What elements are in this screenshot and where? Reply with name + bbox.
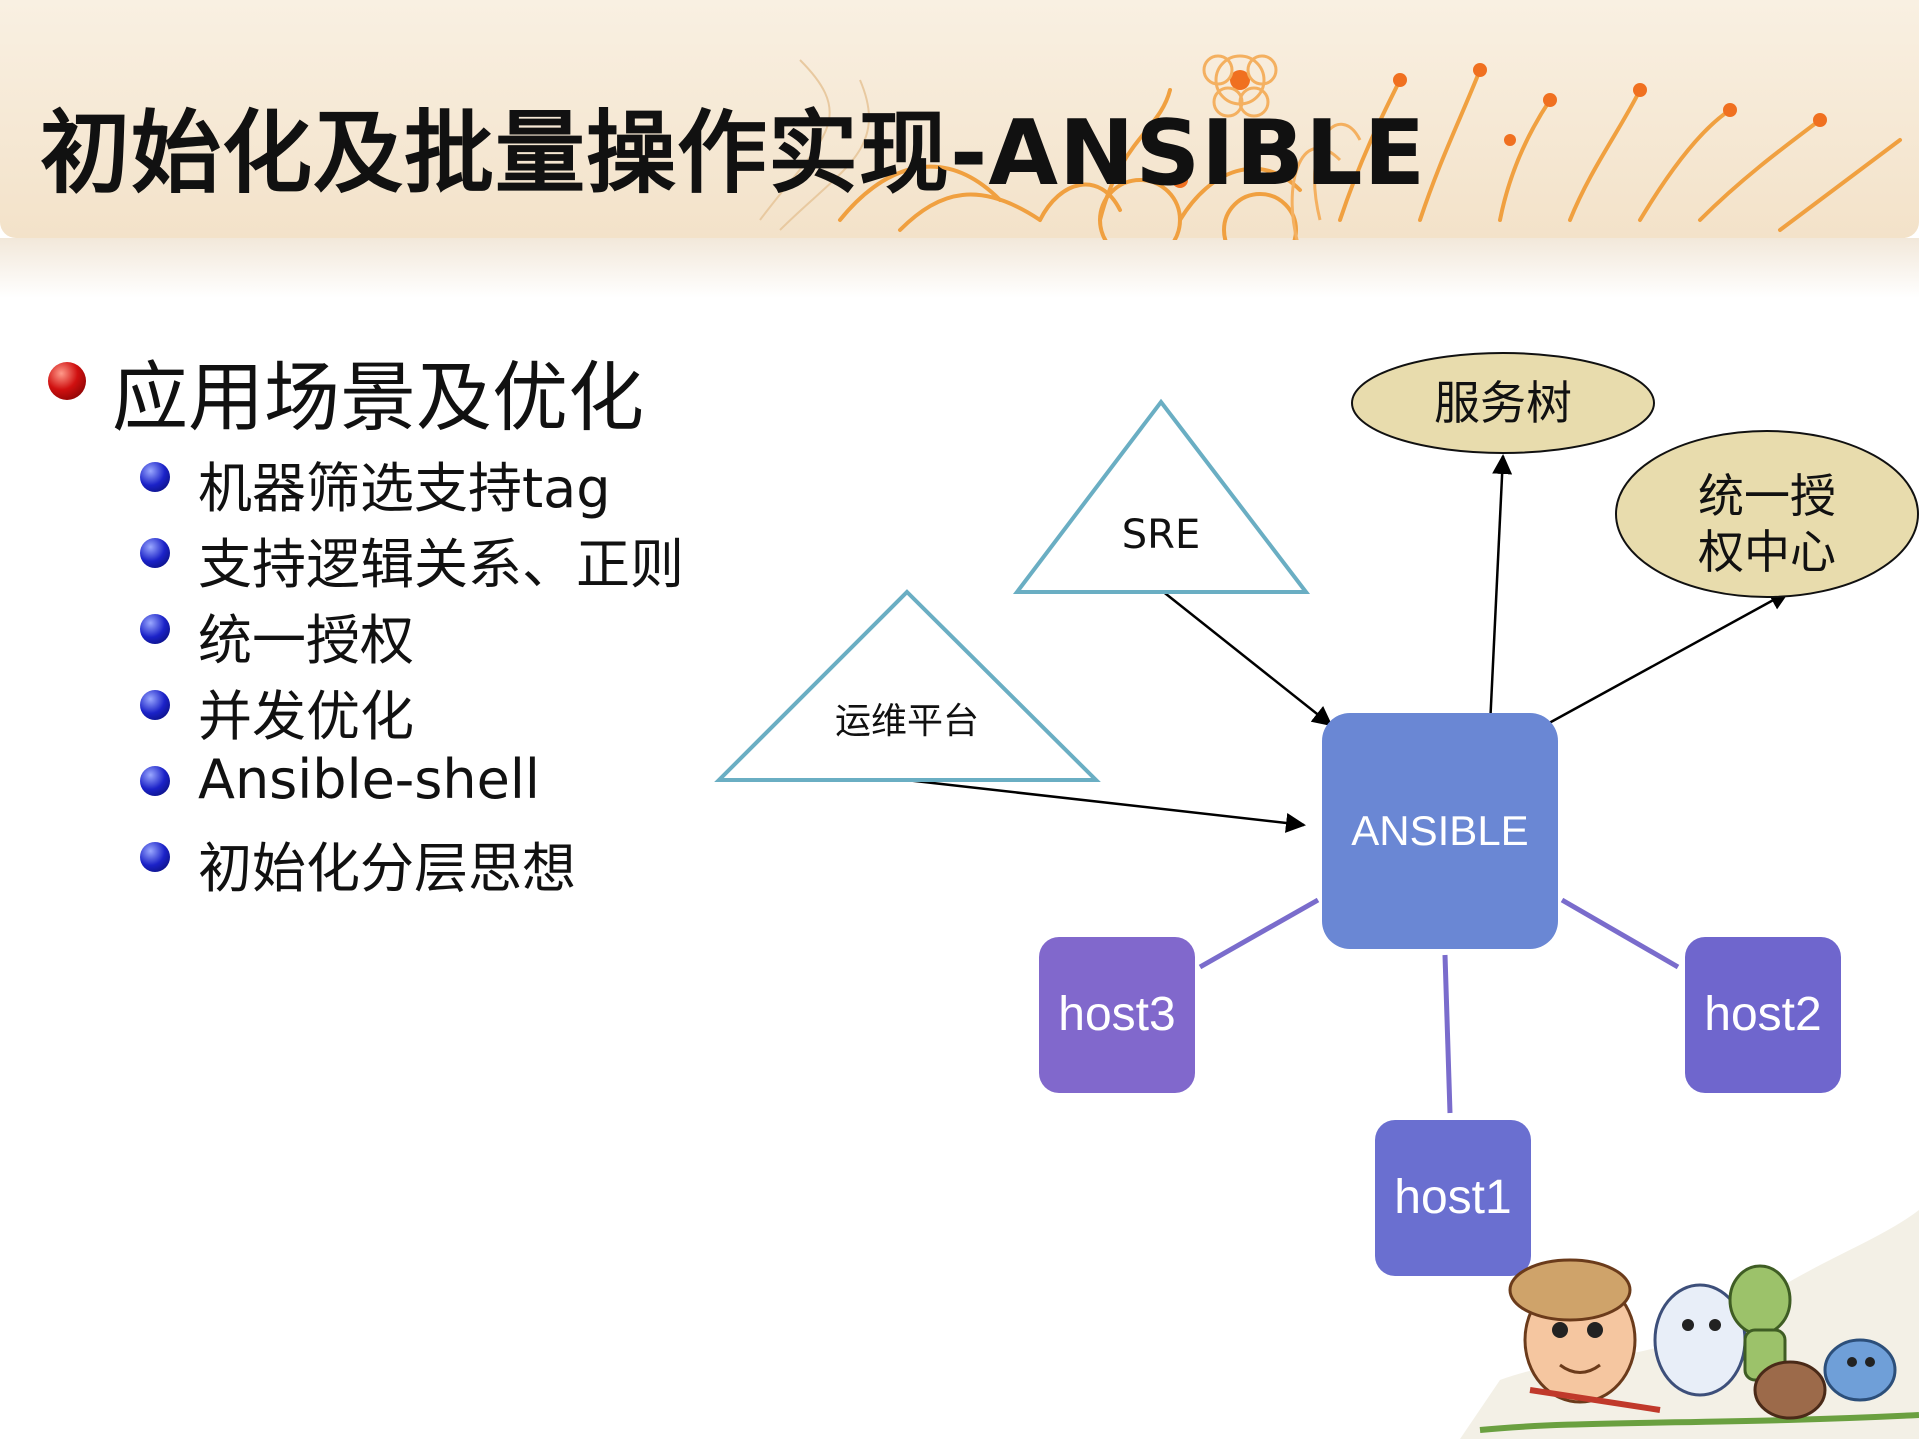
red-bullet-icon: [48, 362, 86, 400]
arrow-ansible-to-auth-center: [1539, 590, 1790, 730]
blue-bullet-icon: [140, 766, 170, 796]
host2-node: [1685, 937, 1841, 1093]
edge-ansible-host1: [1442, 954, 1453, 1114]
blue-bullet-icon: [140, 614, 170, 644]
sre-triangle: [1012, 398, 1311, 594]
edge-ansible-host2: [1560, 897, 1680, 970]
list-item-text: 初始化分层思想: [198, 837, 576, 900]
arrow-sre-to-ansible: [1160, 589, 1333, 727]
host3-node: [1039, 937, 1195, 1093]
host1-label: host1: [1394, 1171, 1511, 1224]
list-item-text: 支持逻辑关系、正则: [198, 533, 684, 596]
auth-center-label-line2: 权中心: [1698, 525, 1836, 579]
edge-ansible-host3: [1198, 897, 1320, 970]
ops-platform-triangle: [714, 589, 1101, 782]
service-tree-label: 服务树: [1434, 376, 1572, 430]
list-item-text: 机器筛选支持tag: [198, 457, 611, 520]
sre-label: SRE: [1122, 512, 1200, 558]
auth-center-ellipse: [1615, 430, 1919, 598]
blue-bullet-icon: [140, 842, 170, 872]
cartoon-mascots: [1460, 1210, 1919, 1439]
slide-title: 初始化及批量操作实现-ANSIBLE: [40, 101, 1427, 206]
list-item-text: Ansible-shell: [198, 748, 540, 811]
host2-label: host2: [1704, 988, 1821, 1041]
main-bullet-text: 应用场景及优化: [112, 353, 644, 442]
header-band: [0, 0, 1919, 238]
auth-center-label-line1: 统一授: [1698, 469, 1836, 523]
blue-bullet-icon: [140, 690, 170, 720]
ansible-node: [1322, 713, 1558, 949]
service-tree-ellipse: [1351, 352, 1655, 454]
blue-bullet-icon: [140, 538, 170, 568]
blue-bullet-icon: [140, 462, 170, 492]
arrow-ops-platform-to-ansible: [905, 778, 1306, 833]
ops-platform-label: 运维平台: [835, 701, 979, 742]
arrow-ansible-to-service-tree: [1488, 454, 1513, 727]
floral-decoration: [759, 54, 1902, 240]
host3-label: host3: [1058, 988, 1175, 1041]
list-item-text: 统一授权: [198, 609, 414, 672]
header-shadow: [0, 238, 1919, 298]
ansible-label: ANSIBLE: [1351, 807, 1528, 854]
host1-node: [1375, 1120, 1531, 1276]
list-item-text: 并发优化: [198, 685, 414, 748]
